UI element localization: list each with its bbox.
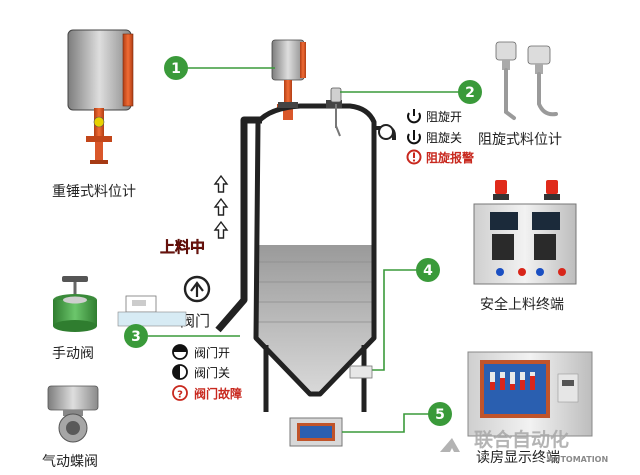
up-arrow-icon [213,174,229,239]
badge-5-number: 5 [435,407,445,423]
rotary-paddle-label: 阻旋式料位计 [478,132,562,148]
room-display-label: 读房显示终端 [476,449,560,466]
pneumatic-valve-image [47,385,99,443]
valve-up-icon [183,275,211,303]
silo-side-unit [349,365,373,379]
valve-close-icon [172,364,188,380]
badge-3-number: 3 [131,329,141,345]
svg-text:?: ? [177,390,183,401]
small-hmi-panel [289,417,343,447]
valve-open-icon [172,344,188,360]
watermark-en: AUTOMATION [548,455,608,464]
manual-valve-image [53,276,97,332]
rp-on-label: 阻旋开 [426,110,462,124]
fault-icon: ? [172,385,188,401]
control-room-display [467,351,593,437]
heavy-hammer-gauge-large [67,29,134,164]
loading-label: 上料中 [160,238,205,256]
badge-3 [124,324,148,348]
silo [253,100,396,412]
badge-4 [416,258,440,282]
manual-valve-label: 手动阀 [52,346,94,362]
badge-2 [458,80,482,104]
badge-1-number: 1 [171,61,181,77]
badge-4-number: 4 [423,263,433,279]
badge-1 [164,56,188,80]
watermark-cn: 联合自动化 [474,428,569,451]
valve-close-label: 阀门关 [194,365,230,380]
safe-terminal-label: 安全上料终端 [480,296,564,313]
safe-loading-terminal [473,180,577,285]
leader-line-4 [372,269,418,371]
rotary-paddle-sensor-product [495,41,558,120]
rp-off-label: 阻旋关 [426,131,462,145]
valve-controller [117,295,187,327]
rotary-paddle-sensor-small [330,87,342,137]
pneumatic-valve-label: 气动蝶阀 [42,454,98,470]
power-off-icon [407,130,421,145]
valve-fault-label: 阀门故障 [194,386,242,401]
power-on-icon [407,109,421,124]
feed-pipe [215,116,262,333]
badge-5 [428,402,452,426]
heavy-hammer-label: 重锤式料位计 [52,184,136,200]
valve-open-label: 阀门开 [194,345,230,360]
alarm-icon [406,149,422,165]
valve-label: 阀门 [180,312,210,330]
rp-alarm-label: 阻旋报警 [426,150,474,165]
badge-2-number: 2 [465,85,475,101]
leader-line-5 [342,413,430,433]
watermark-logo [440,438,460,452]
